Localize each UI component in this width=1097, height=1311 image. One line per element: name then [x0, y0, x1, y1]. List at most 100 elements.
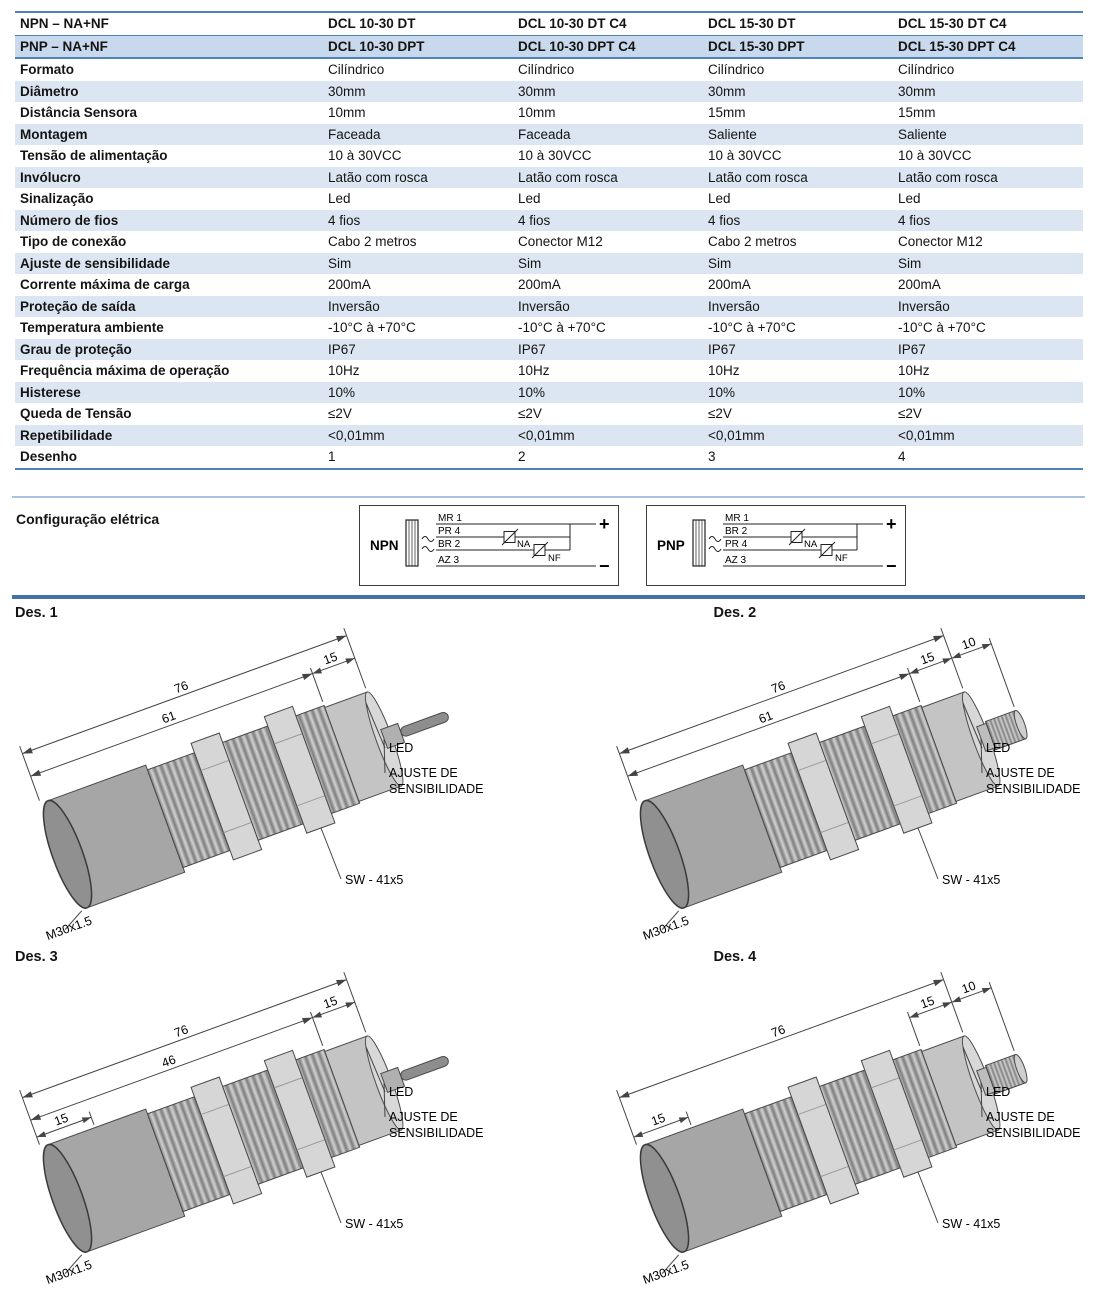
- spec-value: 15mm: [898, 105, 936, 121]
- nf-contact-label: NF: [548, 553, 561, 564]
- nf-contact: NF: [531, 541, 561, 564]
- spec-value: Led: [328, 191, 351, 207]
- spec-value: ≤2V: [518, 406, 542, 422]
- spec-label: Ajuste de sensibilidade: [20, 255, 171, 271]
- spec-value: 3: [708, 449, 716, 465]
- dim-label-outer: 76: [769, 678, 787, 696]
- drawings-grid: Des. 1: [15, 605, 1082, 1293]
- sensor-drawing: 76 15: [616, 971, 1080, 1287]
- wire-label: PR 4: [438, 526, 461, 537]
- adjust-label-line2: SENSIBILIDADE: [389, 1126, 483, 1140]
- drawing-des-1: Des. 1: [15, 605, 549, 949]
- wire-label: BR 2: [725, 526, 748, 537]
- spec-value: Latão com rosca: [518, 169, 618, 185]
- dim-front: 15: [36, 1110, 95, 1138]
- sensor-drawing: 76 15 46: [19, 971, 483, 1287]
- spec-value: Faceada: [328, 126, 381, 142]
- dim-label-conn: 10: [960, 634, 978, 652]
- spec-value: Conector M12: [518, 234, 603, 250]
- dim-outer: 76: [19, 627, 367, 801]
- wire-label: MR 1: [438, 513, 462, 524]
- spec-value: Sim: [518, 255, 542, 271]
- table-row: Repetibilidade<0,01mm<0,01mm<0,01mm<0,01…: [15, 424, 1083, 446]
- spec-value: 200mA: [708, 277, 751, 293]
- spec-value: <0,01mm: [518, 427, 575, 443]
- adjust-label-line2: SENSIBILIDADE: [389, 782, 483, 796]
- spec-value: 10 à 30VCC: [328, 148, 402, 164]
- spec-value: IP67: [708, 341, 736, 357]
- spec-value: IP67: [898, 341, 926, 357]
- drawing-des-2: Des. 2: [549, 605, 1083, 949]
- drawing-title: Des. 3: [15, 948, 58, 965]
- spec-value: IP67: [328, 341, 356, 357]
- nf-contact-label: NF: [835, 553, 848, 564]
- spec-value: Inversão: [708, 298, 760, 314]
- drawing-title: Des. 2: [713, 604, 757, 621]
- spec-value: 10Hz: [518, 363, 550, 379]
- wire-label: MR 1: [725, 513, 749, 524]
- spec-value: 10Hz: [328, 363, 360, 379]
- spec-value: 30mm: [518, 83, 556, 99]
- spec-label: Tensão de alimentação: [20, 148, 168, 164]
- spec-label: Distância Sensora: [20, 105, 138, 121]
- m12-connector: [976, 1053, 1028, 1096]
- table-row: Temperatura ambiente-10°C à +70°C-10°C à…: [15, 317, 1083, 339]
- wire-label: AZ 3: [438, 555, 460, 566]
- spec-table: NPN – NA+NF DCL 10-30 DT DCL 10-30 DT C4…: [15, 11, 1083, 470]
- table-row: Queda de Tensão≤2V≤2V≤2V≤2V: [15, 403, 1083, 425]
- table-header-row-npn: NPN – NA+NF DCL 10-30 DT DCL 10-30 DT C4…: [15, 12, 1083, 35]
- spec-value: Inversão: [328, 298, 380, 314]
- spec-value: 15mm: [708, 105, 746, 121]
- minus-terminal: −: [599, 556, 610, 576]
- spec-value: ≤2V: [708, 406, 732, 422]
- spec-label: Formato: [20, 62, 74, 78]
- dim-inner: 61: [627, 672, 910, 777]
- callout-leaders: [320, 702, 386, 879]
- electrical-config-section: Configuração elétrica NPN MR 1: [12, 495, 1085, 599]
- spec-value: 10mm: [518, 105, 556, 121]
- table-row: Distância Sensora 10mm 10mm 15mm 15mm: [15, 102, 1083, 124]
- dim-label-front: 15: [52, 1110, 70, 1128]
- callout-leaders: [320, 1046, 386, 1223]
- spec-value: 4 fios: [328, 212, 361, 228]
- spec-value: 10mm: [328, 105, 366, 121]
- spec-value: 30mm: [328, 83, 366, 99]
- wrench-size-label: SW - 41x5: [942, 1217, 1000, 1231]
- spec-label: Queda de Tensão: [20, 406, 132, 422]
- nf-contact: NF: [818, 541, 848, 564]
- spec-value: 4 fios: [898, 212, 931, 228]
- spec-value: 30mm: [708, 83, 746, 99]
- dim-label-rear: 15: [322, 993, 340, 1011]
- wrench-size-label: SW - 41x5: [345, 873, 403, 887]
- spec-value: Led: [708, 191, 731, 207]
- spec-value: Latão com rosca: [708, 169, 808, 185]
- spec-label: Frequência máxima de operação: [20, 363, 230, 379]
- wires: [723, 523, 883, 566]
- dim-rear: 15: [906, 993, 952, 1046]
- wire-label: AZ 3: [725, 555, 747, 566]
- dims: 76 15: [616, 971, 1015, 1287]
- adjust-label-line1: AJUSTE DE: [986, 766, 1055, 780]
- wiring-diagram-pnp: PNP MR 1 BR 2 PR 4 AZ 3: [646, 504, 906, 586]
- thread-size-label: M30x1.5: [44, 1257, 94, 1287]
- spec-value: <0,01mm: [328, 427, 385, 443]
- dim-front: 15: [633, 1110, 692, 1138]
- spec-value: 4: [898, 449, 906, 465]
- spec-value: 200mA: [898, 277, 941, 293]
- spec-value: Saliente: [708, 126, 757, 142]
- model-name: DCL 10-30 DPT C4: [518, 38, 636, 54]
- sensor-body: [639, 1034, 1001, 1253]
- dim-label-inner: 46: [160, 1052, 178, 1070]
- spec-label: Número de fios: [20, 212, 119, 228]
- spec-value: Sim: [328, 255, 352, 271]
- cable: [380, 1055, 449, 1093]
